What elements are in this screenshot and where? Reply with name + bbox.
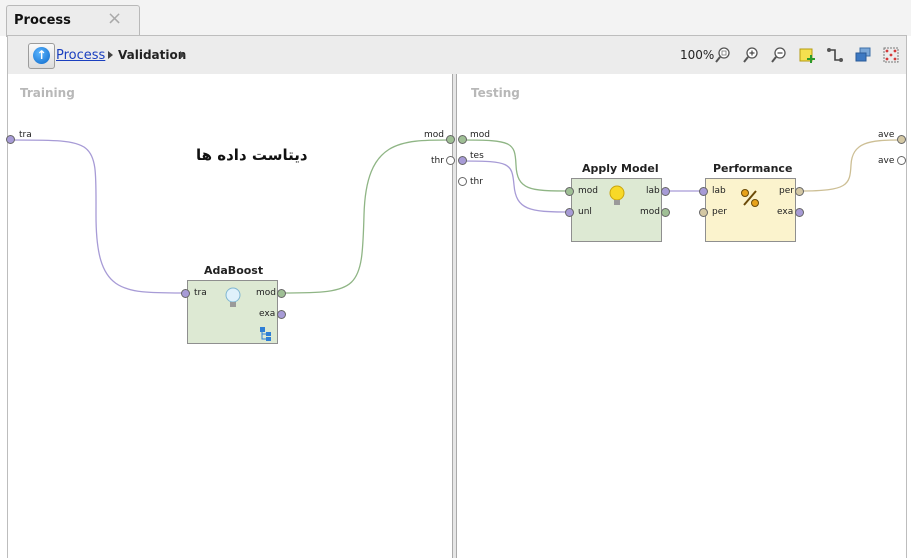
- wire-performance-to-ave: [799, 139, 901, 192]
- bulb-icon: [609, 185, 625, 205]
- wire-mod-to-apply: [461, 139, 569, 192]
- panel-divider[interactable]: [452, 74, 457, 558]
- testing-in-label-tes: tes: [470, 151, 484, 161]
- add-note-icon[interactable]: [798, 46, 816, 64]
- grid-icon[interactable]: [882, 46, 900, 64]
- zoom-level: 100%: [680, 48, 715, 62]
- testing-out-port-ave-1[interactable]: [897, 135, 906, 144]
- up-level-button[interactable]: ↑: [28, 43, 55, 69]
- adaboost-title: AdaBoost: [204, 264, 264, 277]
- testing-in-port-mod[interactable]: [458, 135, 467, 144]
- perf-in-port-lab[interactable]: [699, 187, 708, 196]
- testing-in-label-thr: thr: [470, 177, 483, 187]
- training-out-port-thr[interactable]: [446, 156, 455, 165]
- bulb-icon: [225, 287, 241, 307]
- auto-wire-icon[interactable]: [826, 46, 844, 64]
- close-icon[interactable]: ×: [107, 8, 123, 29]
- tab-title: Process: [14, 13, 71, 28]
- apply-in-port-mod[interactable]: [565, 187, 574, 196]
- training-in-port[interactable]: [6, 135, 15, 144]
- apply-model-title: Apply Model: [582, 162, 659, 175]
- adaboost-out-port-exa[interactable]: [277, 310, 286, 319]
- adaboost-operator[interactable]: tra mod exa: [187, 280, 278, 344]
- testing-in-label-mod: mod: [470, 130, 490, 140]
- process-canvas[interactable]: [7, 74, 907, 558]
- up-arrow-icon: ↑: [33, 47, 50, 64]
- training-out-label-mod: mod: [424, 130, 444, 140]
- breadcrumb-current: Validation: [118, 48, 187, 62]
- testing-out-port-ave-2[interactable]: [897, 156, 906, 165]
- breadcrumb-arrow-icon[interactable]: [180, 51, 185, 59]
- apply-out-port-mod[interactable]: [661, 208, 670, 217]
- testing-in-port-tes[interactable]: [458, 156, 467, 165]
- zoom-out-icon[interactable]: [770, 46, 788, 64]
- tree-icon[interactable]: [259, 326, 273, 342]
- perf-in-port-per[interactable]: [699, 208, 708, 217]
- training-label: Training: [20, 86, 75, 100]
- apply-out-label-mod: mod: [640, 207, 660, 217]
- performance-operator[interactable]: lab per per exa: [705, 178, 796, 242]
- perf-in-label-per: per: [712, 207, 727, 217]
- annotation-note[interactable]: دیتاست داده ها: [196, 146, 308, 164]
- breadcrumb-process-link[interactable]: Process: [56, 48, 106, 63]
- performance-title: Performance: [713, 162, 793, 175]
- tab-bar: Process ×: [0, 0, 911, 37]
- apply-in-port-unl[interactable]: [565, 208, 574, 217]
- breadcrumb-arrow-icon: [108, 51, 113, 59]
- adaboost-out-label-exa: exa: [259, 309, 276, 319]
- training-out-port-mod[interactable]: [446, 135, 455, 144]
- training-in-label: tra: [19, 130, 32, 140]
- wire-training-to-adaboost: [11, 139, 183, 294]
- percent-icon: [741, 189, 759, 207]
- testing-in-port-thr[interactable]: [458, 177, 467, 186]
- perf-out-port-per[interactable]: [795, 187, 804, 196]
- apply-out-port-lab[interactable]: [661, 187, 670, 196]
- apply-out-label-lab: lab: [646, 186, 660, 196]
- wire-adaboost-to-mod: [281, 139, 451, 294]
- apply-in-label-unl: unl: [578, 207, 592, 217]
- perf-out-label-per: per: [779, 186, 794, 196]
- zoom-fit-icon[interactable]: [714, 46, 732, 64]
- tab-process[interactable]: Process ×: [6, 5, 140, 37]
- adaboost-in-port[interactable]: [181, 289, 190, 298]
- testing-out-label-ave-1: ave: [878, 130, 895, 140]
- arrange-icon[interactable]: [854, 46, 872, 64]
- adaboost-in-label: tra: [194, 288, 207, 298]
- apply-model-operator[interactable]: mod unl lab mod: [571, 178, 662, 242]
- perf-in-label-lab: lab: [712, 186, 726, 196]
- testing-label: Testing: [471, 86, 520, 100]
- adaboost-out-port-mod[interactable]: [277, 289, 286, 298]
- testing-out-label-ave-2: ave: [878, 156, 895, 166]
- apply-in-label-mod: mod: [578, 186, 598, 196]
- perf-out-label-exa: exa: [777, 207, 794, 217]
- perf-out-port-exa[interactable]: [795, 208, 804, 217]
- zoom-in-icon[interactable]: [742, 46, 760, 64]
- wire-tes-to-apply: [461, 160, 569, 213]
- adaboost-out-label-mod: mod: [256, 288, 276, 298]
- training-out-label-thr: thr: [431, 156, 444, 166]
- process-toolbar: ↑ Process Validation 100%: [7, 35, 907, 75]
